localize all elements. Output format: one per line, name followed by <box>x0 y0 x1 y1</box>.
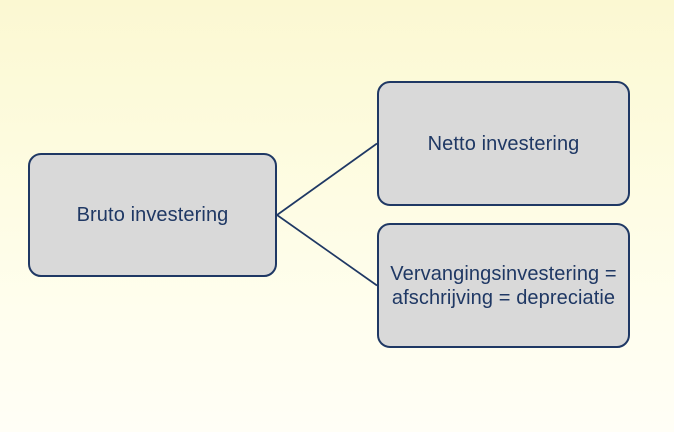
node-vervanging-label-line-1: Vervangingsinvestering = <box>390 262 617 285</box>
connector-root-to-netto <box>276 142 378 216</box>
node-vervanging-label-line-2: afschrijving = depreciatie <box>391 286 616 309</box>
connector-root-to-vervanging <box>276 214 378 287</box>
node-bruto-label: Bruto investering <box>76 204 229 226</box>
node-bruto-investering: Bruto investering <box>28 153 277 277</box>
node-vervangings-investering: Vervangingsinvestering = afschrijving = … <box>377 223 630 348</box>
node-netto-investering: Netto investering <box>377 81 630 206</box>
node-netto-label: Netto investering <box>427 132 580 155</box>
